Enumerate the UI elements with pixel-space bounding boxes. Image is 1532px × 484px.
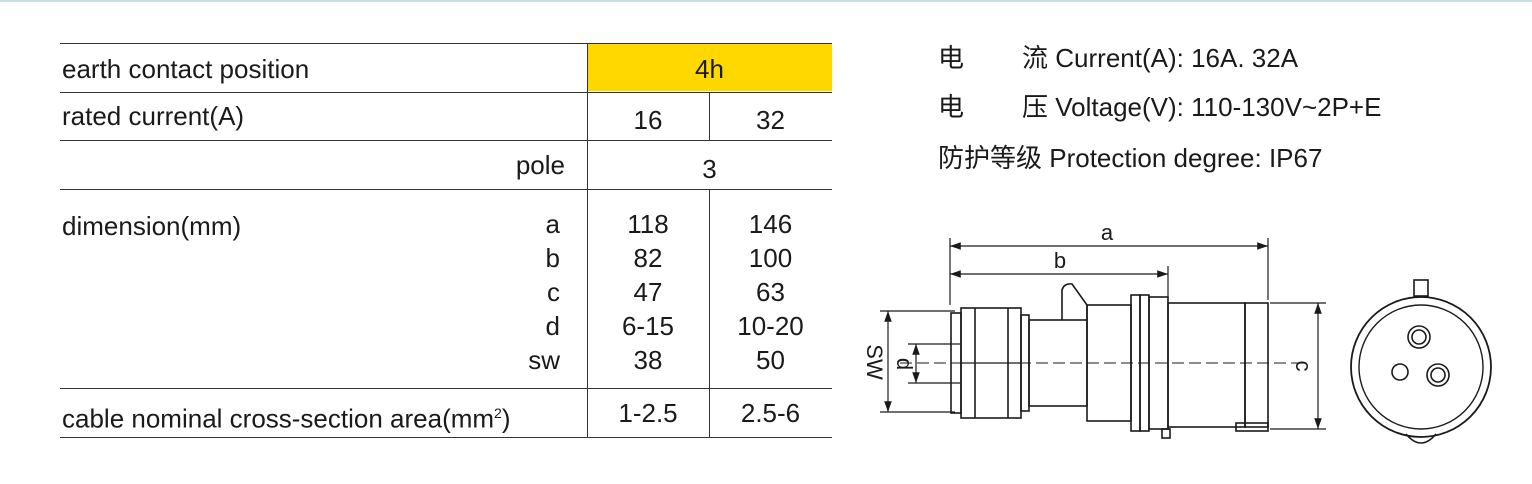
spec-voltage-cn2: 压	[1022, 92, 1049, 122]
dimension-c-label: c	[1291, 361, 1316, 372]
dimension-sw-label: SW	[862, 344, 887, 380]
spec-current-cn2: 流	[1022, 43, 1049, 73]
earth-contact-value: 4h	[695, 54, 724, 84]
dimension-value: 50	[756, 345, 785, 375]
earth-contact-label: earth contact position	[62, 54, 310, 84]
cable-value-16: 1-2.5	[618, 398, 678, 428]
cable-label-end: )	[501, 403, 511, 434]
dimension-value: 100	[748, 243, 793, 273]
rated-current-32: 32	[756, 105, 785, 135]
cable-label-superscript: 2	[494, 405, 502, 421]
dimension-key: b	[545, 243, 560, 273]
dimension-value: 47	[633, 277, 663, 307]
contact-pin-inner	[1411, 329, 1427, 345]
table-rule	[60, 92, 832, 93]
dimension-key: c	[547, 277, 560, 307]
plug-sleeve-end	[1244, 302, 1269, 428]
earth-pin	[1391, 363, 1409, 381]
rated-current-label: rated current(A)	[62, 101, 245, 131]
locking-lever	[1061, 283, 1088, 320]
dimension-value: 10-20	[737, 311, 804, 341]
dimension-keys: a b c d sw	[500, 207, 560, 377]
spec-voltage-text: Voltage(V): 110-130V~2P+E	[1055, 92, 1382, 122]
ring-tab	[1161, 428, 1171, 439]
dimension-key: a	[545, 209, 560, 239]
front-bottom-lug	[1405, 433, 1437, 444]
table-rule	[60, 189, 832, 190]
table-column-divider	[709, 92, 710, 140]
contact-pin	[1407, 325, 1431, 349]
dimension-values-32: 146 100 63 10-20 50	[709, 207, 832, 377]
table-column-divider	[587, 43, 588, 437]
front-face-inner	[1358, 304, 1484, 430]
spec-protection-cn: 防护等级	[938, 143, 1043, 173]
plug-sleeve	[1167, 302, 1246, 428]
dimension-value: 146	[748, 209, 793, 239]
dimension-d-label: d	[892, 358, 917, 370]
dimension-value: 6-15	[621, 311, 675, 341]
dimension-a-label: a	[1101, 220, 1114, 245]
table-column-divider	[709, 189, 710, 437]
pole-label: pole	[515, 150, 565, 180]
spec-protection-text: Protection degree: IP67	[1049, 143, 1323, 173]
dimension-key: d	[545, 311, 560, 341]
key-tab	[1235, 422, 1269, 432]
cable-value-32: 2.5-6	[740, 398, 801, 428]
front-key-notch	[1413, 279, 1429, 297]
dimension-key: sw	[528, 345, 560, 375]
table-rule	[60, 43, 832, 44]
table-rule	[60, 388, 832, 389]
contact-pin	[1426, 363, 1450, 387]
cable-label: cable nominal cross-section area(mm2)	[62, 398, 511, 434]
spec-current: 电 流 Current(A): 16A. 32A	[938, 43, 1298, 73]
rated-current-16: 16	[633, 105, 663, 135]
contact-pin-inner	[1430, 367, 1446, 383]
spec-current-text: Current(A): 16A. 32A	[1055, 43, 1299, 73]
dimension-value: 118	[627, 209, 669, 239]
cable-label-text: cable nominal cross-section area(mm	[62, 403, 495, 434]
dimension-label: dimension(mm)	[62, 211, 242, 241]
dimension-value: 38	[633, 345, 663, 375]
earth-position-highlight	[587, 44, 832, 91]
dimension-values-16: 118 82 47 6-15 38	[587, 207, 709, 377]
spec-protection: 防护等级 Protection degree: IP67	[938, 143, 1322, 173]
spec-voltage-cn1: 电	[938, 92, 965, 122]
spec-current-cn1: 电	[938, 43, 965, 73]
dimension-b-label: b	[1054, 248, 1066, 273]
table-rule	[60, 437, 832, 438]
spec-voltage: 电 压 Voltage(V): 110-130V~2P+E	[938, 92, 1381, 122]
front-face-outer	[1350, 296, 1492, 438]
table-rule	[60, 140, 832, 141]
pole-value: 3	[702, 154, 717, 184]
dimension-value: 63	[756, 277, 785, 307]
dimension-value: 82	[633, 243, 663, 273]
top-divider	[0, 0, 1532, 2]
